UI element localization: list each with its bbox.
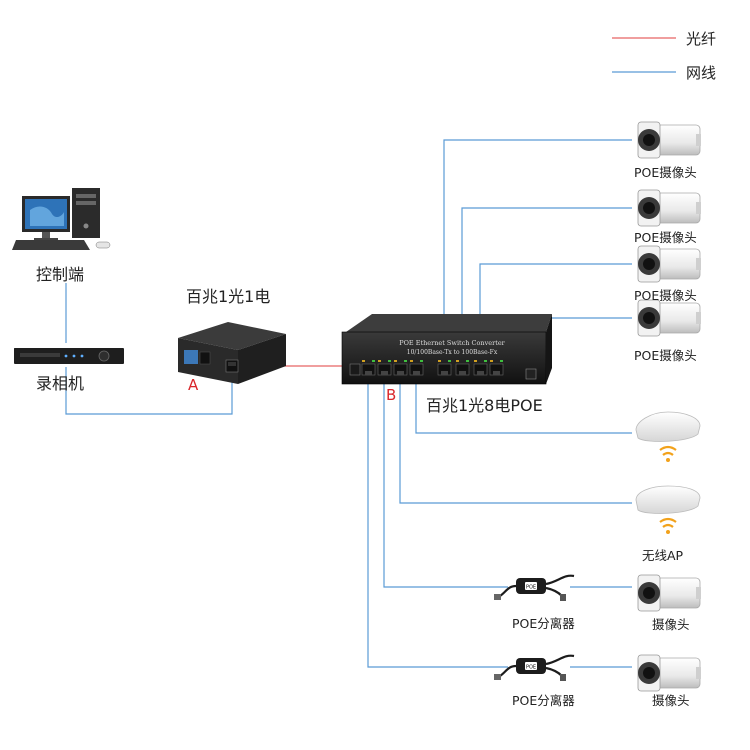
- switch-panel-subtitle: 10/100Base-Tx to 100Base-Fx: [407, 349, 498, 356]
- media-converter-label: 百兆1光1电: [186, 287, 271, 306]
- wireless-ap-icon: [635, 411, 701, 462]
- cable-switch-ap2: [399, 376, 632, 504]
- point-a-label: A: [188, 376, 199, 394]
- poe-switch-icon: POE Ethernet Switch Converter 10/100Base…: [341, 314, 552, 385]
- point-b-label: B: [386, 386, 397, 404]
- poe-camera-icon: [637, 121, 702, 159]
- wireless-ap-label: 无线AP: [642, 548, 684, 563]
- poe-camera-label: POE摄像头: [634, 165, 697, 180]
- cable-switch-ap1: [415, 376, 632, 434]
- poe-splitter-label: POE分离器: [512, 693, 575, 708]
- poe-camera-icon: [637, 299, 702, 337]
- switch-panel-title: POE Ethernet Switch Converter: [399, 339, 505, 347]
- camera-icon: [637, 574, 702, 612]
- poe-splitter-icon: [492, 574, 576, 603]
- cable-switch-cam2: [461, 207, 632, 364]
- poe-camera-label: POE摄像头: [634, 348, 697, 363]
- cable-nvr-converter: [65, 367, 233, 415]
- media-converter-icon: [178, 322, 286, 384]
- poe-camera-label: POE摄像头: [634, 230, 697, 245]
- wireless-ap-icon: [635, 485, 701, 534]
- nvr-icon: [14, 348, 124, 364]
- camera-label: 摄像头: [652, 617, 690, 632]
- cable-switch-splitter2: [367, 376, 508, 668]
- poe-camera-icon: [637, 245, 702, 283]
- legend-fiber-label: 光纤: [686, 30, 717, 48]
- legend-network-label: 网线: [686, 64, 717, 82]
- camera-label: 摄像头: [652, 693, 690, 708]
- nvr-label: 录相机: [36, 374, 85, 393]
- poe-camera-icon: [637, 189, 702, 227]
- poe-camera-label: POE摄像头: [634, 288, 697, 303]
- network-cables: [65, 139, 632, 668]
- control-pc-label: 控制端: [36, 265, 85, 284]
- cable-switch-cam1: [443, 139, 632, 364]
- poe-switch-label: 百兆1光8电POE: [426, 396, 543, 415]
- camera-icon: [637, 654, 702, 692]
- control-pc-icon: [12, 188, 111, 250]
- cable-switch-splitter1: [383, 376, 508, 588]
- poe-splitter-icon: [492, 654, 576, 683]
- poe-splitter-label: POE分离器: [512, 616, 575, 631]
